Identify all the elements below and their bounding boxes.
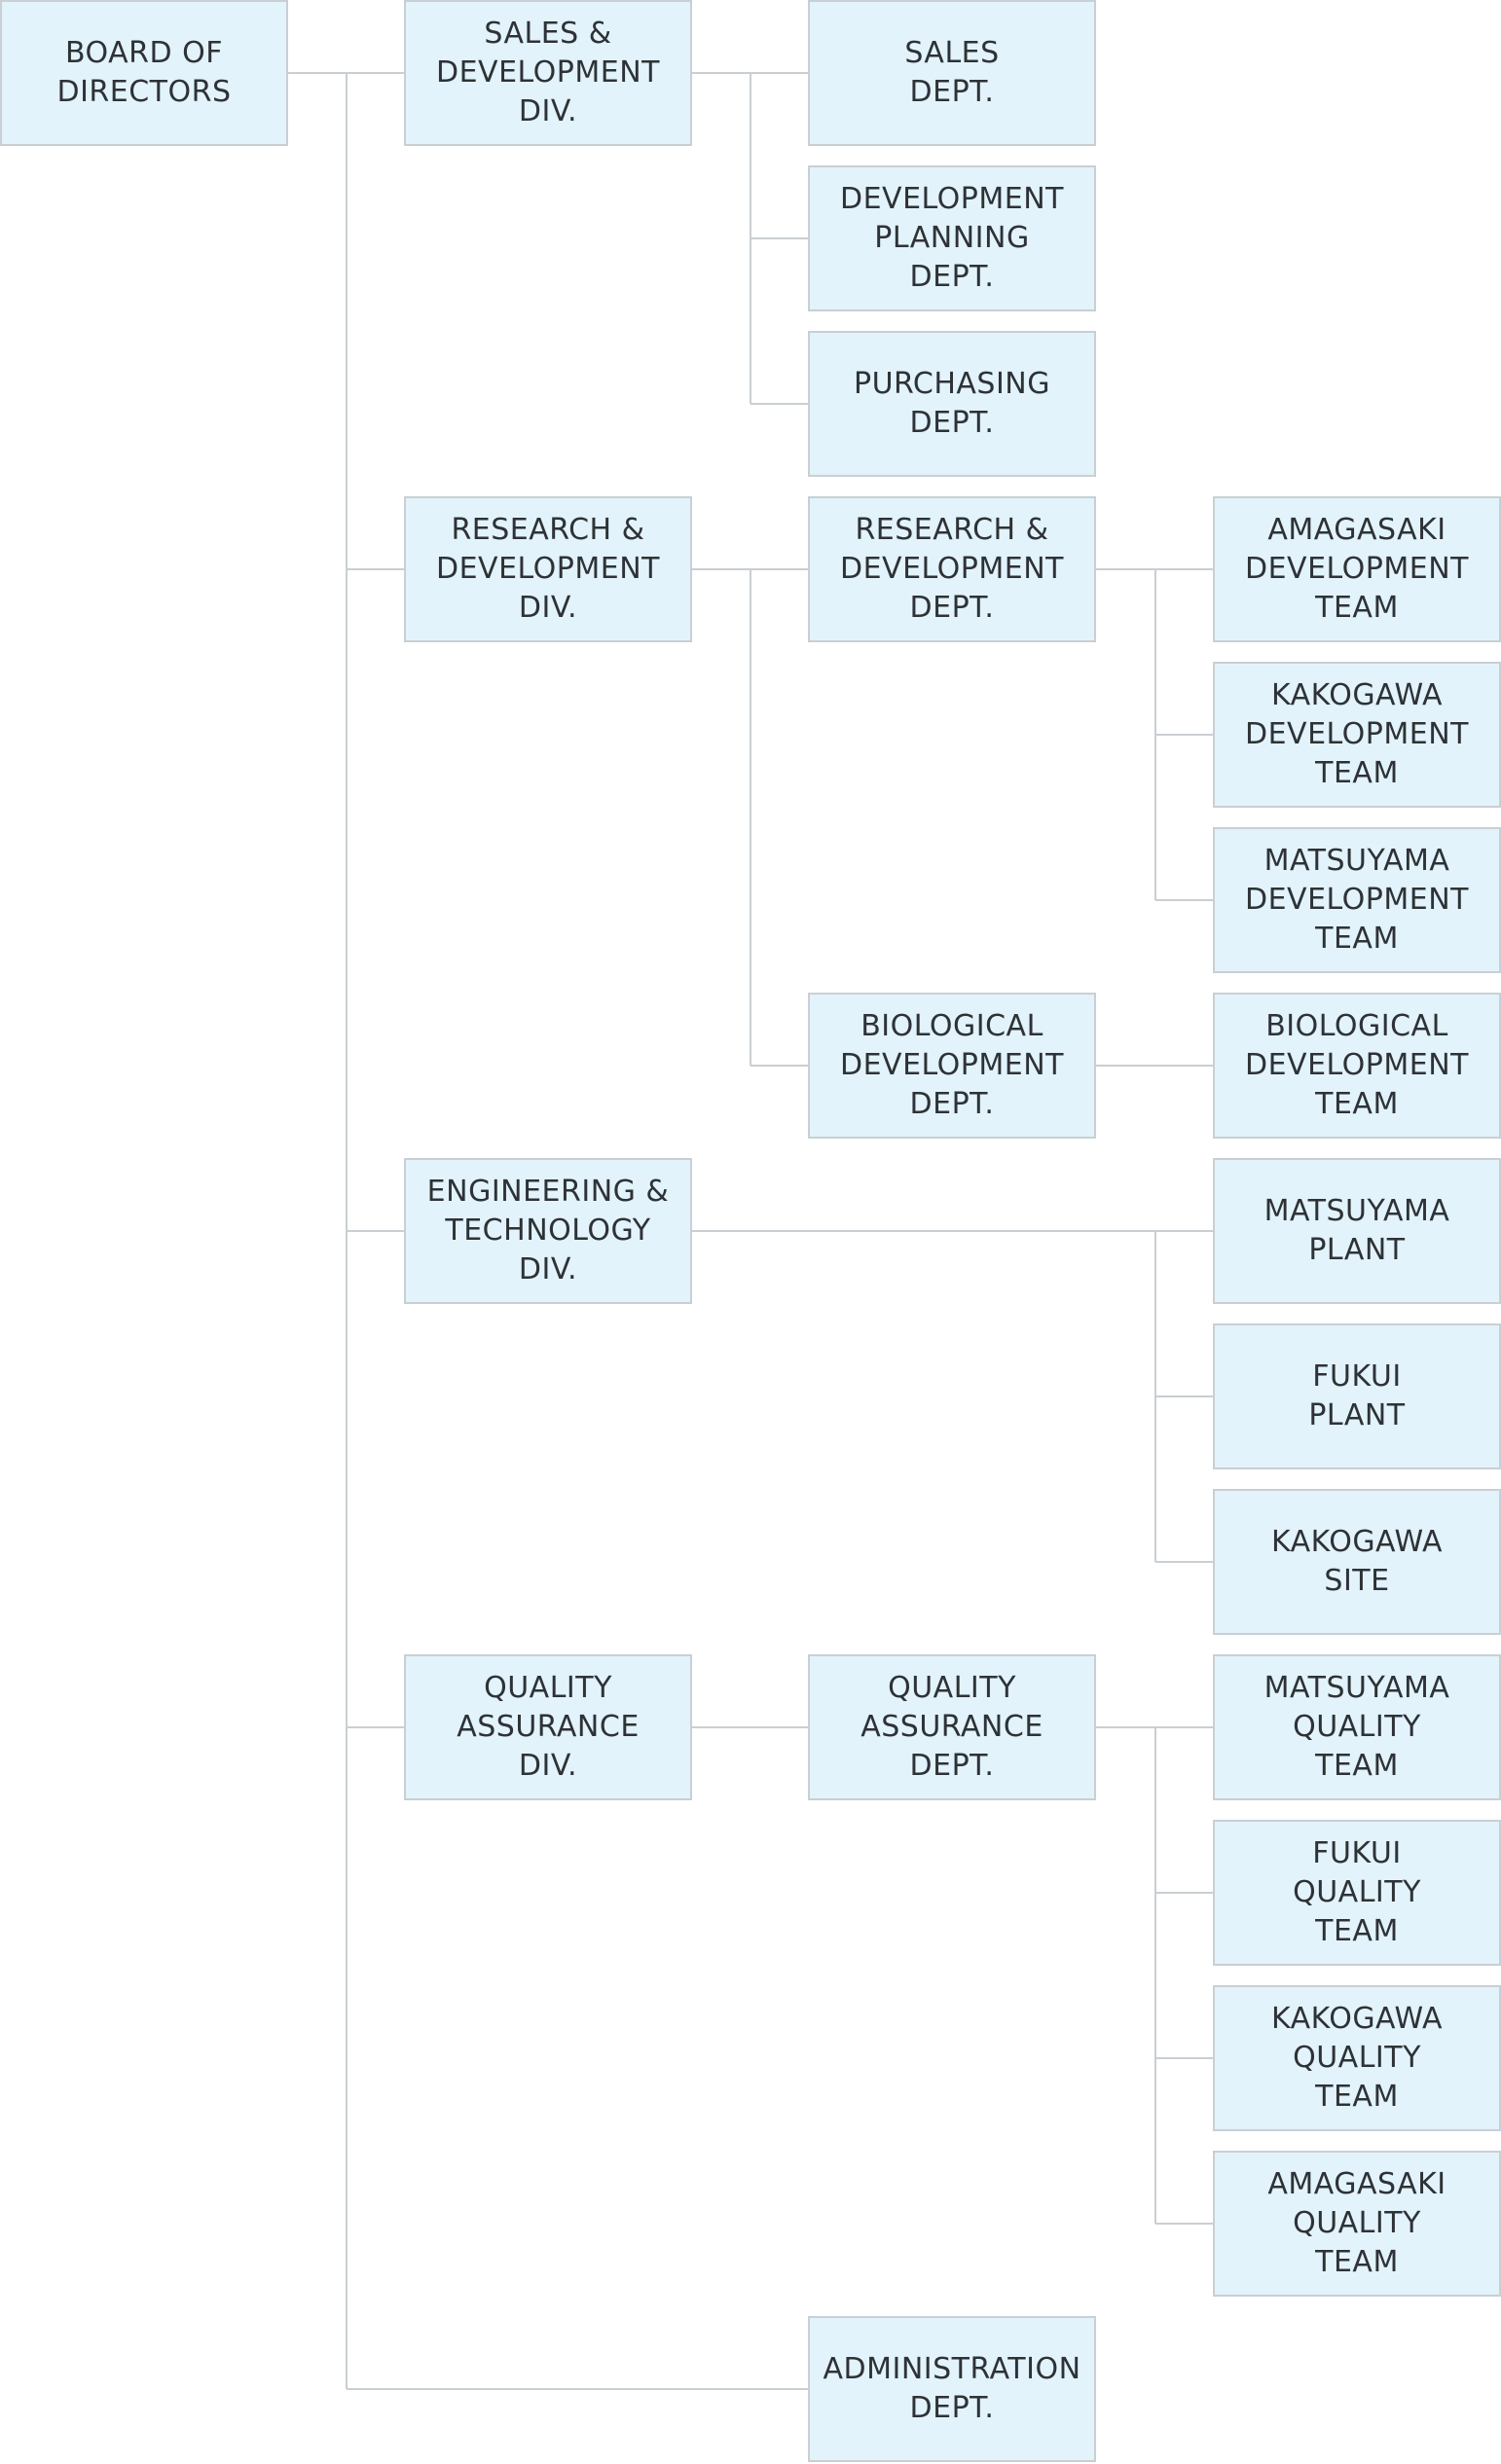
kakogawa-quality-team-box: KAKOGAWA QUALITY TEAM	[1213, 1985, 1501, 2131]
board-of-directors-box: BOARD OF DIRECTORS	[0, 0, 288, 146]
research-development-dept-box: RESEARCH & DEVELOPMENT DEPT.	[808, 496, 1096, 642]
biological-development-team-box: BIOLOGICAL DEVELOPMENT TEAM	[1213, 993, 1501, 1139]
sales-dept-box: SALES DEPT.	[808, 0, 1096, 146]
kakogawa-development-team-box: KAKOGAWA DEVELOPMENT TEAM	[1213, 662, 1501, 808]
quality-assurance-div-box: QUALITY ASSURANCE DIV.	[404, 1654, 692, 1800]
matsuyama-quality-team-box: MATSUYAMA QUALITY TEAM	[1213, 1654, 1501, 1800]
research-development-div-box: RESEARCH & DEVELOPMENT DIV.	[404, 496, 692, 642]
fukui-quality-team-box: FUKUI QUALITY TEAM	[1213, 1820, 1501, 1966]
fukui-plant-box: FUKUI PLANT	[1213, 1323, 1501, 1469]
purchasing-dept-box: PURCHASING DEPT.	[808, 331, 1096, 477]
development-planning-dept-box: DEVELOPMENT PLANNING DEPT.	[808, 165, 1096, 311]
matsuyama-plant-box: MATSUYAMA PLANT	[1213, 1158, 1501, 1304]
engineering-technology-div-box: ENGINEERING & TECHNOLOGY DIV.	[404, 1158, 692, 1304]
biological-development-dept-box: BIOLOGICAL DEVELOPMENT DEPT.	[808, 993, 1096, 1139]
matsuyama-development-team-box: MATSUYAMA DEVELOPMENT TEAM	[1213, 827, 1501, 973]
administration-dept-box: ADMINISTRATION DEPT.	[808, 2316, 1096, 2462]
amagasaki-development-team-box: AMAGASAKI DEVELOPMENT TEAM	[1213, 496, 1501, 642]
sales-development-div-box: SALES & DEVELOPMENT DIV.	[404, 0, 692, 146]
amagasaki-quality-team-box: AMAGASAKI QUALITY TEAM	[1213, 2151, 1501, 2297]
quality-assurance-dept-box: QUALITY ASSURANCE DEPT.	[808, 1654, 1096, 1800]
kakogawa-site-box: KAKOGAWA SITE	[1213, 1489, 1501, 1635]
